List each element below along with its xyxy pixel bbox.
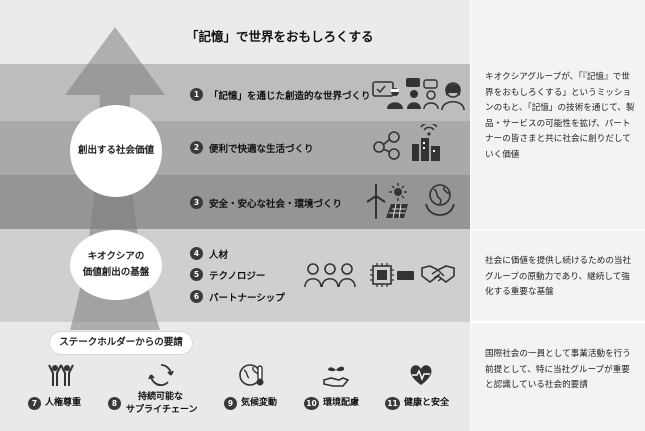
value-band-3 [0, 175, 470, 229]
chip-memory-icon [370, 263, 414, 287]
item-number: 4 [190, 247, 203, 260]
item-number: 10 [304, 397, 319, 410]
network-people-icon [373, 131, 400, 160]
vr-headset-person-icon [372, 81, 403, 109]
item-number: 11 [385, 397, 400, 410]
wind-solar-icon [366, 183, 408, 219]
stakeholder-item-label: 環境配慮 [323, 398, 360, 408]
value-item-label: 便利で快適な生活づくり [209, 144, 314, 155]
side-panel-foundation: 社会に価値を提供し続けるための当社グループの原動力であり、継続して強化する重要な… [471, 230, 645, 321]
recycle-arrows-icon [148, 364, 174, 387]
item-number: 6 [190, 290, 203, 303]
hand-sprout-icon [323, 366, 349, 387]
stakeholder-item-label-line2: サプライチェーン [126, 405, 198, 415]
stakeholder-item-label-line1: 持続可能な [138, 392, 184, 402]
item-number: 9 [224, 397, 237, 410]
side-panel-value: キオクシアグループが、「『記憶』で世界をおもしろくする」というミッションのもと、… [471, 0, 645, 229]
social-value-circle-label: 創出する社会価値 [77, 145, 154, 156]
handshake-icon [421, 265, 455, 283]
people-group-icon [304, 263, 356, 288]
side-panel-stakeholder: 国際社会の一員として事業活動を行う前提として、特に当社グループが重要と認識してい… [471, 323, 645, 431]
foundation-circle-line2: 価値創出の基盤 [82, 267, 150, 278]
value-item-label: 安全・安心な社会・環境づくり [209, 199, 343, 210]
item-number: 2 [190, 141, 203, 154]
foundation-item-label: 人材 [209, 250, 229, 261]
item-number: 8 [108, 397, 121, 410]
woman-avatar-icon [441, 82, 465, 110]
globe-hands-icon [425, 184, 455, 216]
header-band [0, 0, 470, 64]
item-number: 5 [190, 268, 203, 281]
side-text-foundation: 社会に価値を提供し続けるための当社グループの原動力であり、継続して強化する重要な… [485, 256, 632, 297]
divider [471, 229, 645, 230]
side-text-value: キオクシアグループが、「『記憶』で世界をおもしろくする」というミッションのもと、… [485, 72, 635, 160]
item-number: 1 [190, 88, 203, 101]
globe-thermometer-icon [239, 364, 264, 386]
item-number: 3 [190, 196, 203, 209]
stakeholder-item-label: 人権尊重 [45, 398, 82, 408]
chatting-people-icon [406, 78, 439, 110]
page-title: 「記憶」で世界をおもしろくする [186, 29, 374, 44]
side-text-stakeholder: 国際社会の一員として事業活動を行う前提として、特に当社グループが重要と認識してい… [485, 349, 631, 390]
foundation-item-label: テクノロジー [209, 271, 266, 282]
foundation-item-label: パートナーシップ [209, 293, 285, 304]
foundation-circle-line1: キオクシアの [87, 251, 145, 262]
social-value-circle: 創出する社会価値 [70, 105, 162, 197]
smart-city-icon [412, 124, 440, 161]
divider [471, 322, 645, 323]
item-number: 7 [28, 397, 41, 410]
divider [470, 0, 471, 431]
stakeholder-item-label: 気候変動 [241, 398, 278, 408]
stakeholder-item-label: 健康と安全 [404, 398, 450, 408]
people-raising-hands-icon [48, 364, 74, 386]
foundation-circle: キオクシアの 価値創出の基盤 [70, 230, 162, 300]
stakeholder-pill: ステークホルダーからの要請 [50, 332, 192, 354]
value-item-label: 「記憶」を通じた創造的な世界づくり [209, 91, 371, 102]
heart-pulse-icon [410, 365, 432, 385]
